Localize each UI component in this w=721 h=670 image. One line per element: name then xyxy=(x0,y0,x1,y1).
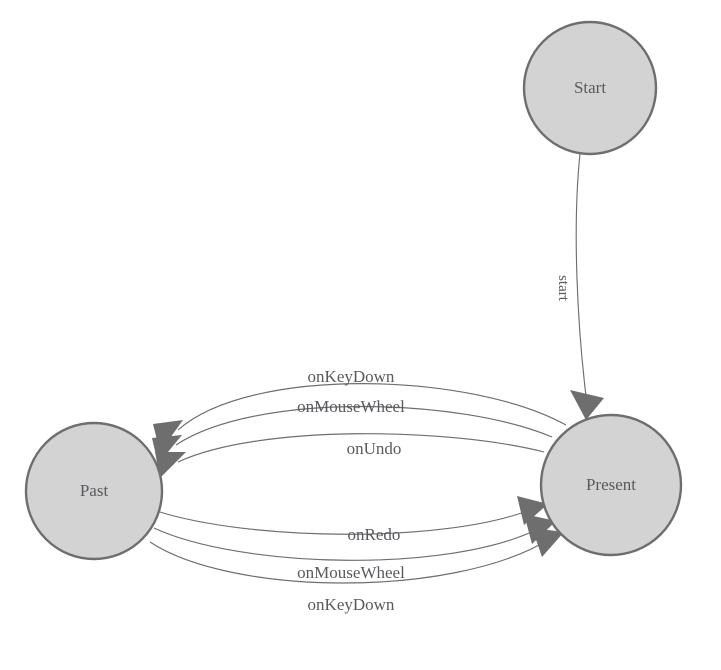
node-start-label: Start xyxy=(574,78,606,97)
edge-label-past-present-onredo: onRedo xyxy=(348,525,401,544)
node-present[interactable]: Present xyxy=(539,413,683,557)
edge-label-past-present-onmousewheel: onMouseWheel xyxy=(297,563,405,582)
edge-label-past-present-onkeydown: onKeyDown xyxy=(308,595,395,614)
node-start[interactable]: Start xyxy=(522,20,658,156)
edge-past-to-present-onredo[interactable]: onRedo xyxy=(159,496,548,544)
edge-past-to-present-onkeydown-path xyxy=(149,539,549,584)
edge-label-present-past-onmousewheel: onMouseWheel xyxy=(297,397,405,416)
edge-past-to-present-onmousewheel-path xyxy=(153,527,541,561)
edge-start-to-present-arrowhead xyxy=(570,390,604,420)
node-present-circle xyxy=(539,413,683,557)
edge-past-to-present-onkeydown[interactable]: onKeyDown xyxy=(149,528,564,614)
edge-label-start: start xyxy=(555,275,571,302)
edge-present-to-past-onmousewheel[interactable]: onMouseWheel xyxy=(152,397,553,464)
node-present-label: Present xyxy=(586,475,636,494)
node-start-circle xyxy=(522,20,658,156)
edge-label-present-past-onkeydown: onKeyDown xyxy=(308,367,395,386)
edge-present-to-past-onundo-path xyxy=(177,433,545,463)
edge-start-to-present-path xyxy=(575,153,587,397)
edge-present-to-past-onmousewheel-path xyxy=(175,405,553,446)
edge-present-to-past-onkeydown-path xyxy=(177,383,567,431)
node-past-circle xyxy=(24,421,164,561)
edge-present-to-past-onundo[interactable]: onUndo xyxy=(155,433,545,478)
node-past-label: Past xyxy=(80,481,109,500)
edge-past-to-present-onredo-path xyxy=(159,509,531,535)
edge-label-present-past-onundo: onUndo xyxy=(347,439,402,458)
edge-present-to-past-onundo-arrowhead xyxy=(155,452,186,478)
node-past[interactable]: Past xyxy=(24,421,164,561)
edge-past-to-present-onredo-arrowhead xyxy=(517,496,548,525)
edge-start-to-present[interactable]: start xyxy=(555,153,604,420)
edge-past-to-present-onkeydown-arrowhead xyxy=(532,528,564,557)
